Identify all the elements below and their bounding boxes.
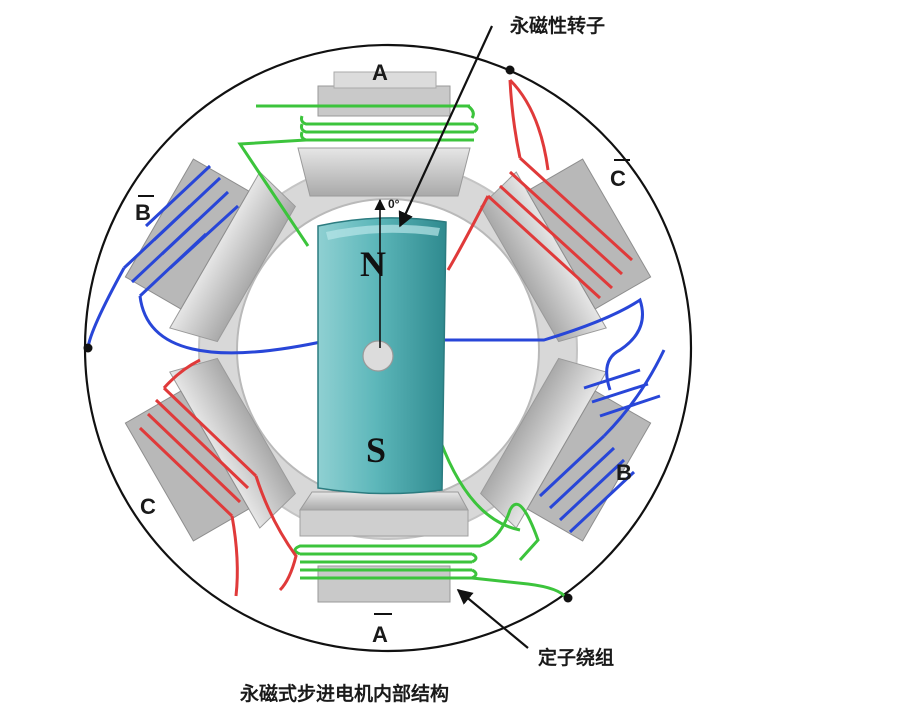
phase-a-label: A [372,60,388,85]
svg-text:B: B [135,200,151,225]
stator-pole-a-bar [299,491,469,603]
phase-b-bar-label: B [135,195,154,225]
rotor-callout-arrow [398,25,493,228]
winding-b-bar [86,164,644,391]
winding-b [538,349,666,534]
winding-a [237,104,479,247]
permanent-magnet-rotor [317,198,447,495]
rotor-callout-label: 永磁性转子 [509,14,605,37]
phase-a-bar-label: A [372,613,392,647]
diagram-caption: 永磁式步进电机内部结构 [239,682,449,705]
terminal-dot [83,343,93,353]
winding-c-bar [446,78,634,300]
winding-c [138,358,298,597]
terminal-dot [563,593,573,603]
rotor-shaft [362,340,394,372]
svg-text:C: C [610,166,626,191]
stator-pole-a [297,71,471,197]
phase-c-bar-label: C [610,159,630,191]
phase-c-label: C [140,494,156,519]
stator-callout-arrow [456,589,529,649]
svg-text:A: A [372,622,388,647]
phase-b-label: B [616,460,632,485]
stator-callout-label: 定子绕组 [538,646,614,669]
angle-label: 0° [388,197,400,211]
north-pole-label: N [360,244,386,284]
terminal-dot [505,65,515,75]
stator-pole-b-bar [124,158,296,343]
south-pole-label: S [366,430,386,470]
